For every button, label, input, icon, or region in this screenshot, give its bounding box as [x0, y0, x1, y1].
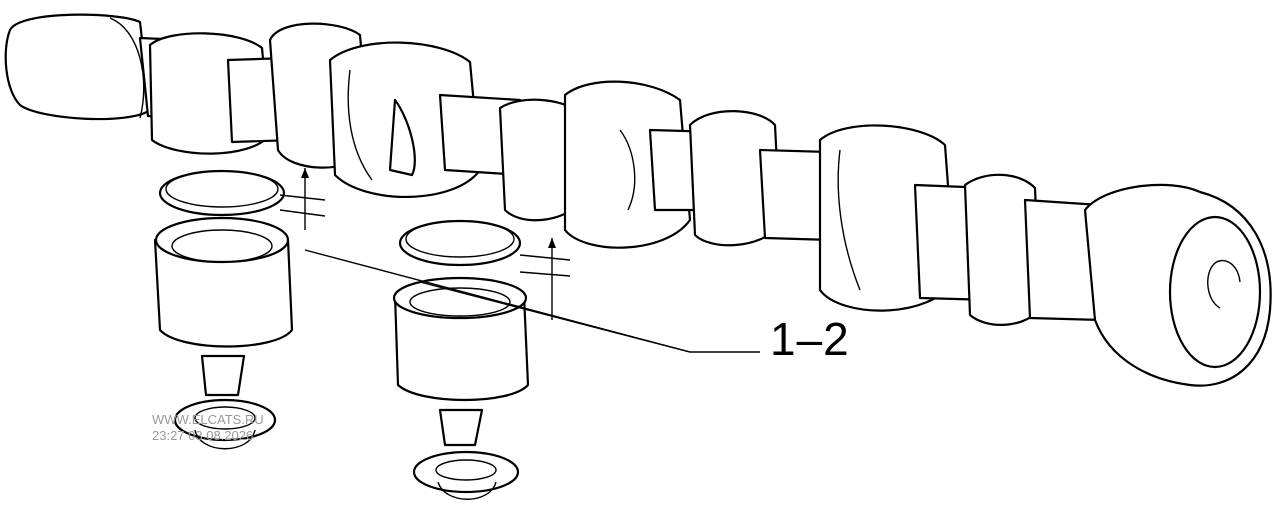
watermark-site: WWW.ELCATS.RU — [152, 412, 264, 427]
clearance-marks — [279, 168, 571, 320]
callout-leader — [304, 249, 760, 353]
camshaft — [4, 13, 1272, 387]
valve-spring-retainer-left — [173, 398, 277, 450]
shim-left — [158, 169, 286, 217]
callout-label: 1–2 — [770, 313, 850, 365]
watermark-timestamp: 23:27 03.08.2026 — [152, 428, 254, 443]
tappet-bucket-left — [153, 216, 294, 348]
tappet-bucket-right — [392, 276, 530, 402]
valve-keeper-left — [200, 354, 246, 397]
shim-right — [398, 219, 522, 267]
valve-keeper-right — [438, 408, 484, 447]
valve-spring-retainer-right — [412, 450, 520, 500]
